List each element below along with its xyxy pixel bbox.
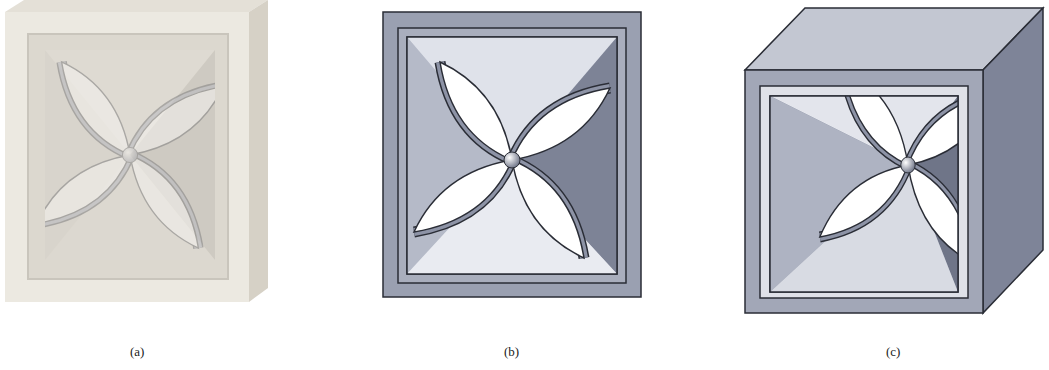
cube-rect-shape	[407, 37, 617, 274]
cube-rect-shape	[407, 37, 617, 274]
cube-rect-shape	[45, 50, 215, 260]
cube-polygon-shape	[983, 8, 1043, 313]
cube-rect-shape	[398, 28, 626, 283]
cube-g-shape	[770, 96, 958, 292]
panel-label: (a)	[130, 344, 144, 360]
cube-use-shape	[820, 96, 958, 263]
cube-rect-shape	[45, 50, 215, 260]
cube-rect-shape	[770, 96, 958, 292]
cube-g-shape	[407, 37, 617, 274]
panel-label: (c)	[886, 344, 900, 360]
cube-rect-shape	[5, 12, 249, 302]
front-view-cad	[383, 12, 641, 297]
cube-g-shape	[414, 62, 610, 258]
cube-g-shape	[820, 96, 958, 263]
cube-rect-shape	[383, 12, 641, 297]
cube-polygon-shape	[5, 0, 268, 12]
printed-cube-photo	[5, 0, 268, 302]
cube-g-shape	[45, 50, 215, 260]
isometric-view-cad	[745, 8, 1043, 313]
cube-polygon-shape	[249, 0, 268, 302]
cube-rect-shape	[28, 34, 228, 279]
cube-use-shape	[414, 62, 610, 258]
cube-rect-shape	[28, 34, 228, 279]
panel-label: (b)	[504, 344, 519, 360]
